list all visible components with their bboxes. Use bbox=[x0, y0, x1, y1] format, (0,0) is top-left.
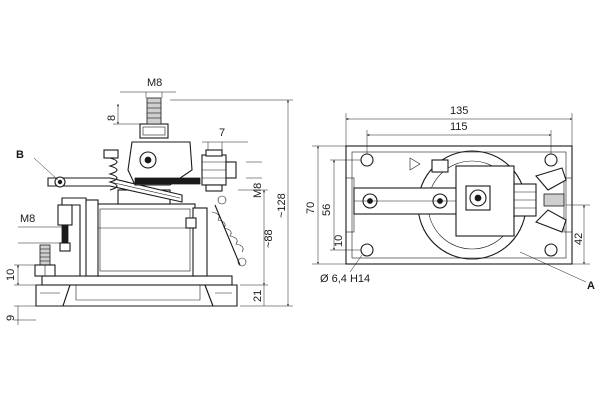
dim-10-left: 10 bbox=[5, 269, 17, 281]
base-plate bbox=[35, 275, 238, 307]
dim-10-top: 10 bbox=[333, 235, 345, 247]
compression-spring bbox=[103, 149, 119, 191]
dim-88: ~88 bbox=[263, 229, 275, 248]
dim-8: 8 bbox=[106, 115, 118, 121]
top-contact-assembly bbox=[409, 157, 537, 237]
callout-b: B bbox=[16, 149, 24, 161]
dim-m8-top: M8 bbox=[147, 77, 162, 89]
right-terminal bbox=[201, 149, 237, 192]
tension-spring bbox=[185, 195, 247, 267]
dim-hole: Ø 6,4 H14 bbox=[320, 273, 370, 285]
side-dims bbox=[14, 91, 293, 325]
top-dims bbox=[312, 113, 590, 283]
left-stud bbox=[34, 244, 56, 277]
dim-21: 21 bbox=[252, 290, 264, 302]
dim-7: 7 bbox=[219, 127, 225, 139]
dim-70: 70 bbox=[305, 202, 317, 214]
callout-a: A bbox=[587, 280, 595, 292]
dim-9: 9 bbox=[5, 315, 17, 321]
coil-body bbox=[83, 189, 208, 277]
side-view: M8 8 7 M8 ~128 ~88 21 M8 10 9 B bbox=[5, 77, 293, 325]
top-armature bbox=[353, 187, 459, 215]
top-view: 135 115 70 56 10 42 Ø 6,4 H14 A bbox=[305, 105, 595, 292]
dim-42: 42 bbox=[573, 233, 585, 245]
left-bracket bbox=[57, 197, 87, 277]
dim-m8-left: M8 bbox=[20, 213, 35, 225]
dim-56: 56 bbox=[321, 204, 333, 216]
dim-115: 115 bbox=[450, 121, 468, 133]
dim-m8-right: M8 bbox=[252, 183, 264, 198]
wing-nuts bbox=[535, 167, 567, 233]
dim-128: ~128 bbox=[276, 193, 288, 218]
contact-arm bbox=[127, 97, 201, 186]
dim-135: 135 bbox=[450, 105, 468, 117]
